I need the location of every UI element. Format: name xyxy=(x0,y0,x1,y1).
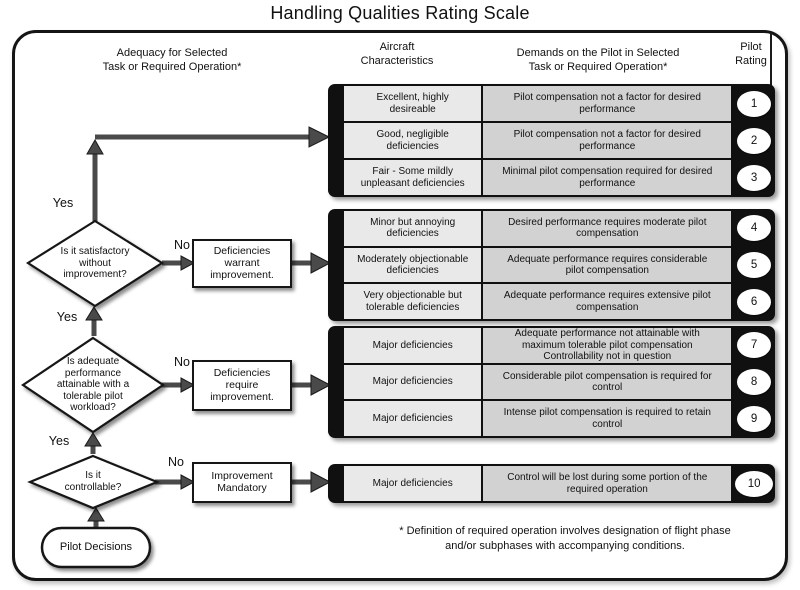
rating-group-2: Minor but annoying deficiencies Desired … xyxy=(328,209,775,321)
characteristics-cell: Major deficiencies xyxy=(344,328,482,363)
rating-cell: 6 xyxy=(733,284,775,319)
table-row: Major deficiencies Adequate performance … xyxy=(344,328,775,363)
no-label-3: No xyxy=(168,455,184,469)
rating-badge: 4 xyxy=(737,215,772,242)
rating-cell: 2 xyxy=(733,123,775,158)
yes-label-2: Yes xyxy=(56,310,78,324)
no-label-1: No xyxy=(174,238,190,252)
rating-badge: 6 xyxy=(737,288,772,315)
diamond-label-controllable: Is it controllable? xyxy=(64,470,122,493)
rating-cell: 7 xyxy=(733,328,775,363)
action-label-deficiencies-warrant: Deficiencies warrant improvement. xyxy=(210,245,274,282)
action-label-improvement-mandatory: Improvement Mandatory xyxy=(211,470,273,495)
table-row: Major deficiencies Control will be lost … xyxy=(344,466,775,501)
rating-group-1: Excellent, highly desireable Pilot compe… xyxy=(328,84,775,197)
yes-label-3: Yes xyxy=(48,434,70,448)
table-row: Good, negligible deficiencies Pilot comp… xyxy=(344,123,775,158)
table-row: Excellent, highly desireable Pilot compe… xyxy=(344,86,775,121)
rating-cell: 10 xyxy=(733,466,775,501)
table-row: Fair - Some mildly unpleasant deficienci… xyxy=(344,160,775,195)
characteristics-cell: Fair - Some mildly unpleasant deficienci… xyxy=(344,160,482,195)
table-row: Moderately objectionable deficiencies Ad… xyxy=(344,247,775,283)
characteristics-cell: Excellent, highly desireable xyxy=(344,86,482,121)
rating-badge: 9 xyxy=(737,405,772,432)
page-title: Handling Qualities Rating Scale xyxy=(270,3,530,23)
demands-cell: Adequate performance requires extensive … xyxy=(483,284,732,320)
header-pilot-rating: Pilot Rating xyxy=(735,41,767,67)
rating-cell: 3 xyxy=(733,160,775,195)
diamond-label-satisfactory: Is it satisfactory without improvement? xyxy=(60,246,130,280)
characteristics-cell: Major deficiencies xyxy=(344,466,482,501)
rating-cell: 9 xyxy=(733,401,775,436)
table-row: Major deficiencies Intense pilot compens… xyxy=(344,401,775,437)
rating-badge: 7 xyxy=(737,332,772,359)
diamond-label-adequate-performance: Is adequate performance attainable with … xyxy=(56,356,130,413)
action-label-deficiencies-require: Deficiencies require improvement. xyxy=(210,367,274,404)
rating-badge: 2 xyxy=(737,127,772,154)
demands-cell: Desired performance requires moderate pi… xyxy=(483,211,732,246)
demands-cell: Pilot compensation not a factor for desi… xyxy=(483,123,732,158)
rating-badge: 10 xyxy=(735,470,774,497)
rating-cell: 1 xyxy=(733,86,775,121)
characteristics-cell: Major deficiencies xyxy=(344,364,482,400)
rating-group-4: Major deficiencies Control will be lost … xyxy=(328,464,775,503)
characteristics-cell: Minor but annoying deficiencies xyxy=(344,211,482,246)
yes-label-1: Yes xyxy=(52,196,74,210)
rating-cell: 8 xyxy=(733,365,775,400)
table-row: Very objectionable but tolerable deficie… xyxy=(344,284,775,320)
demands-cell: Adequate performance requires considerab… xyxy=(483,247,732,283)
demands-cell: Pilot compensation not a factor for desi… xyxy=(483,86,732,121)
demands-cell: Control will be lost during some portion… xyxy=(483,466,732,501)
table-row: Minor but annoying deficiencies Desired … xyxy=(344,211,775,246)
start-label-pilot-decisions: Pilot Decisions xyxy=(59,541,133,553)
table-row: Major deficiencies Considerable pilot co… xyxy=(344,364,775,400)
no-label-2: No xyxy=(174,355,190,369)
rating-badge: 5 xyxy=(737,252,772,278)
rating-cell: 4 xyxy=(733,211,775,246)
rating-badge: 1 xyxy=(737,90,772,117)
demands-cell: Considerable pilot compensation is requi… xyxy=(483,364,732,400)
demands-cell: Intense pilot compensation is required t… xyxy=(483,401,732,437)
rating-badge: 3 xyxy=(737,164,772,191)
footnote: * Definition of required operation invol… xyxy=(399,525,731,552)
characteristics-cell: Moderately objectionable deficiencies xyxy=(344,247,482,283)
characteristics-cell: Very objectionable but tolerable deficie… xyxy=(344,284,482,320)
header-adequacy: Adequacy for Selected Task or Required O… xyxy=(102,47,242,73)
rating-group-3: Major deficiencies Adequate performance … xyxy=(328,326,775,438)
header-aircraft-characteristics: Aircraft Characteristics xyxy=(360,41,434,67)
characteristics-cell: Good, negligible deficiencies xyxy=(344,123,482,158)
rating-badge: 8 xyxy=(737,369,772,395)
characteristics-cell: Major deficiencies xyxy=(344,401,482,437)
demands-cell: Adequate performance not attainable with… xyxy=(483,328,732,363)
demands-cell: Minimal pilot compensation required for … xyxy=(483,160,732,195)
header-demands: Demands on the Pilot in Selected Task or… xyxy=(516,47,680,73)
rating-cell: 5 xyxy=(733,248,775,283)
